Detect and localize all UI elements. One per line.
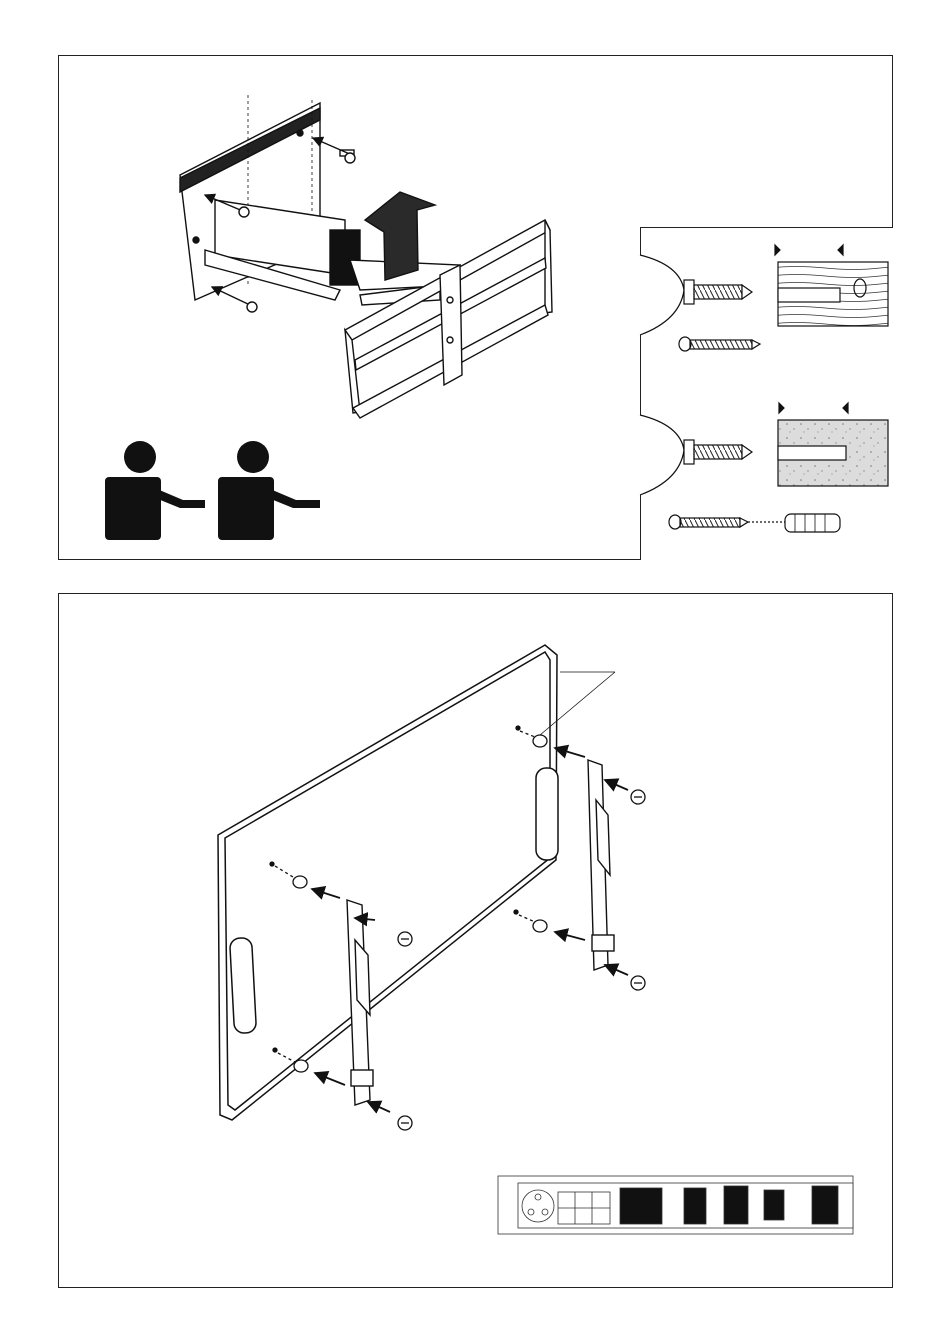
tv-mount-frame bbox=[345, 220, 552, 418]
wall-type-concrete bbox=[640, 403, 888, 532]
vertical-bracket-right bbox=[588, 760, 614, 970]
person-icon bbox=[218, 441, 320, 540]
wall-plug-icon bbox=[785, 514, 840, 532]
wood-screw-icon bbox=[679, 337, 760, 351]
hardware-tray-icon bbox=[498, 1176, 853, 1234]
wall-mount-assembly bbox=[180, 95, 552, 418]
two-person-icon bbox=[105, 441, 320, 540]
wall-plug-screw-icon bbox=[669, 515, 785, 529]
person-icon bbox=[105, 441, 205, 540]
screw-icon bbox=[212, 287, 257, 312]
tv-back-panel bbox=[218, 645, 615, 1120]
wall-type-wood bbox=[640, 245, 888, 351]
